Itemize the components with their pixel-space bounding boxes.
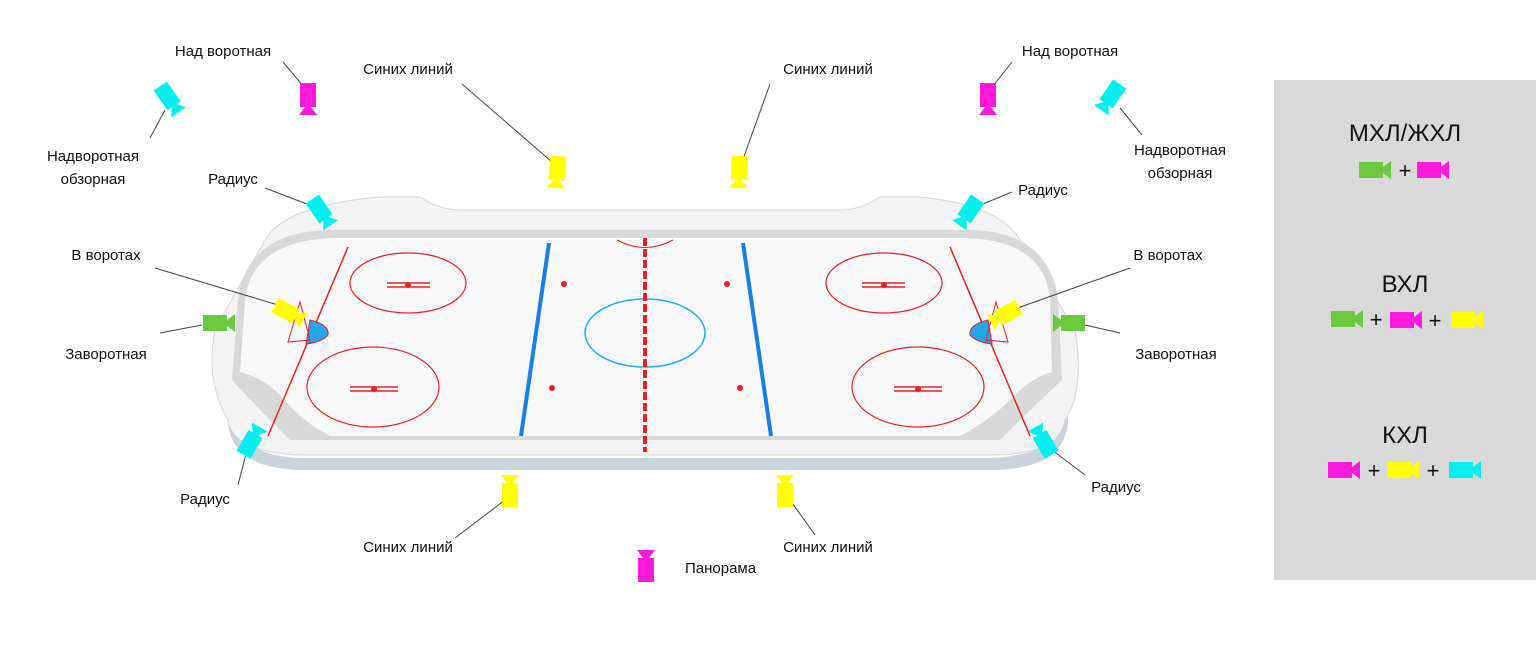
neutral-dot	[561, 281, 567, 287]
neutral-dot	[549, 385, 555, 391]
legend-title-khl: КХЛ	[1382, 422, 1428, 449]
legend-plus: +	[1429, 308, 1442, 333]
label-behind-goal-right: Заворотная	[1135, 346, 1217, 363]
legend-panel	[1274, 80, 1536, 580]
label-blue-line-bottom-right: Синих линий	[783, 539, 873, 556]
legend-plus: +	[1427, 458, 1440, 483]
rink-base	[227, 400, 1069, 470]
legend-plus: +	[1370, 307, 1383, 332]
faceoff-dot	[405, 282, 411, 288]
camera-labels: Над воротная Над воротная Синих линий Си…	[47, 43, 1226, 577]
legend-plus: +	[1399, 158, 1412, 183]
leader-lines	[149, 61, 1143, 539]
camera-overview-left	[152, 80, 186, 118]
label-in-goal-right: В воротах	[1133, 247, 1203, 264]
label-blue-line-bottom-left: Синих линий	[363, 539, 453, 556]
label-panorama: Панорама	[685, 560, 757, 577]
faceoff-dot	[915, 386, 921, 392]
label-radius-top-left: Радиус	[208, 171, 258, 188]
league-legend: МХЛ/ЖХЛ + ВХЛ + + КХЛ + +	[1274, 80, 1536, 580]
camera-over-goal-right	[979, 83, 997, 115]
label-radius-bottom-left: Радиус	[180, 491, 230, 508]
faceoff-circle	[825, 252, 943, 314]
legend-title-mhl: МХЛ/ЖХЛ	[1349, 120, 1461, 147]
label-behind-goal-left: Заворотная	[65, 346, 147, 363]
label-overview-left-2: обзорная	[61, 171, 126, 188]
camera-blue-line-bottom-left	[501, 475, 519, 507]
label-overview-right-2: обзорная	[1148, 165, 1213, 182]
neutral-dot	[724, 281, 730, 287]
referee-crease	[616, 239, 674, 248]
faceoff-circle	[349, 252, 467, 314]
camera-blue-line-top-right	[729, 155, 749, 189]
label-overview-right-1: Надворотная	[1134, 142, 1226, 159]
blue-line-right	[741, 242, 773, 437]
legend-title-vhl: ВХЛ	[1382, 271, 1429, 298]
label-over-goal-right: Над воротная	[1022, 43, 1118, 60]
legend-plus: +	[1368, 458, 1381, 483]
label-in-goal-left: В воротах	[71, 247, 141, 264]
faceoff-circle	[306, 346, 440, 428]
label-blue-line-top-right: Синих линий	[783, 61, 873, 78]
faceoff-circle	[851, 346, 985, 428]
camera-blue-line-bottom-right	[776, 475, 794, 507]
camera-over-goal-left	[299, 83, 317, 115]
faceoff-dot	[371, 386, 377, 392]
goal-crease-left	[305, 319, 329, 345]
blue-line-left	[519, 242, 551, 437]
camera-panorama	[637, 550, 655, 582]
label-radius-bottom-right: Радиус	[1091, 479, 1141, 496]
label-overview-left-1: Надворотная	[47, 148, 139, 165]
hockey-rink	[211, 196, 1079, 470]
faceoff-dot	[881, 282, 887, 288]
label-blue-line-top-left: Синих линий	[363, 61, 453, 78]
label-over-goal-left: Над воротная	[175, 43, 271, 60]
label-radius-top-right: Радиус	[1018, 182, 1068, 199]
goal-net-left	[287, 300, 311, 343]
neutral-dot	[737, 385, 743, 391]
